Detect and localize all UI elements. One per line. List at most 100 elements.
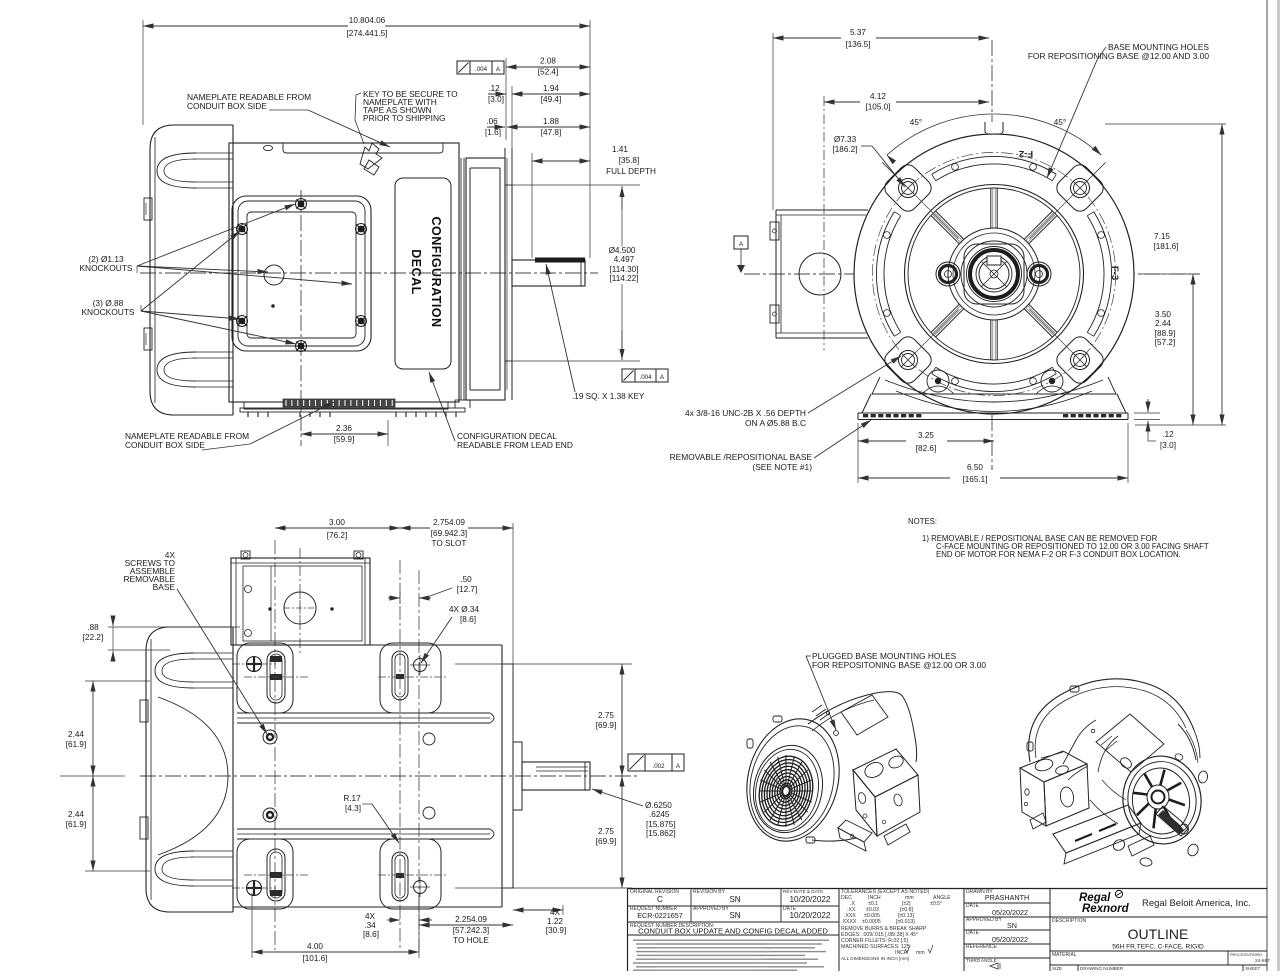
svg-text:CONFIGURATION: CONFIGURATION <box>429 216 443 327</box>
svg-text:A: A <box>660 374 665 381</box>
svg-text:2.36: 2.36 <box>336 424 352 433</box>
svg-text:[8.6]: [8.6] <box>363 930 379 939</box>
svg-text:SN: SN <box>729 895 740 904</box>
svg-text:REQUEST NUMBER: REQUEST NUMBER <box>630 906 678 912</box>
svg-text:REMOVE BURRS & BREAK SHARP: REMOVE BURRS & BREAK SHARP <box>841 926 927 932</box>
svg-text:[82.6]: [82.6] <box>916 444 937 453</box>
svg-text:[136.5]: [136.5] <box>845 40 870 49</box>
svg-text:[30.9]: [30.9] <box>546 926 567 935</box>
svg-text:.XXXX: .XXXX <box>841 919 857 925</box>
svg-text:.XX: .XX <box>847 907 856 913</box>
svg-text:A: A <box>496 66 501 73</box>
svg-text:REMOVABLE /REPOSITIONAL BASE: REMOVABLE /REPOSITIONAL BASE <box>670 452 813 462</box>
svg-text:.88: .88 <box>87 623 99 632</box>
svg-text:[4.3]: [4.3] <box>345 804 361 813</box>
svg-text:Rexnord: Rexnord <box>1082 903 1130 915</box>
svg-text:±0.0005: ±0.0005 <box>862 919 881 925</box>
svg-text:2.08: 2.08 <box>540 57 556 66</box>
svg-text:REQUEST NUMBER DESCRIPTION:: REQUEST NUMBER DESCRIPTION: <box>630 923 714 929</box>
svg-text:SN: SN <box>1007 921 1017 930</box>
svg-text:CONDUIT BOX SIDE: CONDUIT BOX SIDE <box>187 101 267 111</box>
svg-text:±0.5°: ±0.5° <box>930 901 942 907</box>
svg-text:[3.0]: [3.0] <box>1160 441 1176 450</box>
svg-text:4.497: 4.497 <box>614 255 635 264</box>
svg-text:[61.9]: [61.9] <box>66 740 87 749</box>
svg-text:ECR-0221657: ECR-0221657 <box>637 911 683 920</box>
svg-text:±0.03: ±0.03 <box>866 907 879 913</box>
svg-text:INCH: INCH <box>895 950 908 956</box>
svg-text:EDGES: .009/.015 [.08/.38] X: EDGES: .009/.015 [.08/.38] X 45° <box>841 932 918 938</box>
svg-text:5.37: 5.37 <box>850 28 866 37</box>
svg-text:.004: .004 <box>639 374 652 381</box>
svg-text:1.94: 1.94 <box>543 84 559 93</box>
svg-text:(SEE NOTE #1): (SEE NOTE #1) <box>752 462 812 472</box>
svg-text:.002: .002 <box>652 763 665 770</box>
svg-text:THIRD ANGLE: THIRD ANGLE <box>966 958 997 963</box>
svg-text:2.754.09: 2.754.09 <box>433 518 465 527</box>
svg-text:NAMEPLATE READABLE FROM: NAMEPLATE READABLE FROM <box>187 92 311 102</box>
svg-text:F-2: F-2 <box>1019 148 1033 159</box>
svg-text:OUTLINE: OUTLINE <box>1128 926 1189 942</box>
svg-text:Ø4.500: Ø4.500 <box>609 246 636 255</box>
svg-text:[8.6]: [8.6] <box>460 615 476 624</box>
svg-text:ORIGINAL REVISION: ORIGINAL REVISION <box>630 889 679 895</box>
svg-text:NAMEPLATE READABLE FROM: NAMEPLATE READABLE FROM <box>125 431 249 441</box>
svg-text:APPROVED BY: APPROVED BY <box>693 906 730 912</box>
svg-text:[15.862]: [15.862] <box>646 829 676 838</box>
svg-text:NAMEPLATE WITH: NAMEPLATE WITH <box>363 97 437 107</box>
svg-text:1.22: 1.22 <box>547 917 563 926</box>
svg-text:DEC: DEC <box>841 895 852 901</box>
svg-text:±0.1: ±0.1 <box>868 901 878 907</box>
svg-text:ANGLE: ANGLE <box>933 895 951 901</box>
svg-text:2.44: 2.44 <box>1155 319 1171 328</box>
svg-text:INCH: INCH <box>868 895 881 901</box>
svg-text:F-3: F-3 <box>1109 266 1120 280</box>
svg-text:DESCRIPTION: DESCRIPTION <box>1052 918 1087 924</box>
svg-text:[35.8]: [35.8] <box>619 156 640 165</box>
svg-text:.19 SQ. X 1.38 KEY: .19 SQ. X 1.38 KEY <box>572 392 645 401</box>
svg-text:[15.875]: [15.875] <box>646 820 676 829</box>
svg-text:[22.2]: [22.2] <box>83 633 104 642</box>
svg-text:2.44: 2.44 <box>68 810 84 819</box>
svg-text:FOR REPOSITIONING BASE @12.00: FOR REPOSITIONING BASE @12.00 AND 3.00 <box>1028 51 1210 61</box>
svg-text:[61.9]: [61.9] <box>66 820 87 829</box>
svg-text:4X: 4X <box>365 912 376 921</box>
svg-text:.X: .X <box>850 901 855 907</box>
svg-text:[12.7]: [12.7] <box>457 585 478 594</box>
svg-text:DATE: DATE <box>783 906 797 912</box>
svg-text:4X Ø.34: 4X Ø.34 <box>449 605 479 614</box>
svg-text:.50: .50 <box>460 575 472 584</box>
svg-text:PROCESS/FINISH: PROCESS/FINISH <box>1230 953 1262 957</box>
svg-text:[±0.8]: [±0.8] <box>900 907 913 913</box>
svg-text:KNOCKOUTS: KNOCKOUTS <box>81 307 134 317</box>
svg-text:4X: 4X <box>165 550 176 560</box>
svg-text:MACHINED SURFACES: 125: MACHINED SURFACES: 125 <box>841 944 910 950</box>
svg-text:PLUGGED BASE MOUNTING HOLES: PLUGGED BASE MOUNTING HOLES <box>812 651 957 661</box>
svg-text:56H FR,TEFC, C-FACE, RIGID: 56H FR,TEFC, C-FACE, RIGID <box>1112 944 1204 951</box>
svg-text:CONFIGURATION DECAL: CONFIGURATION DECAL <box>457 431 557 441</box>
svg-text:2.254.09: 2.254.09 <box>455 915 487 924</box>
svg-text:ASSEMBLE: ASSEMBLE <box>130 566 176 576</box>
svg-text:[69.942.3]: [69.942.3] <box>431 529 467 538</box>
svg-text:2.75: 2.75 <box>598 827 614 836</box>
svg-text:7.15: 7.15 <box>1154 232 1170 241</box>
svg-text:R.17: R.17 <box>343 794 361 803</box>
svg-text:ON A Ø5.88 B.C: ON A Ø5.88 B.C <box>745 418 806 428</box>
svg-text:Ø7.33: Ø7.33 <box>834 135 857 144</box>
svg-text:1.41: 1.41 <box>612 145 628 154</box>
svg-text:10/20/2022: 10/20/2022 <box>790 895 831 904</box>
svg-text:[±0.013]: [±0.013] <box>896 919 915 925</box>
svg-text:[69.9]: [69.9] <box>596 721 617 730</box>
svg-text:[57.2]: [57.2] <box>1155 338 1176 347</box>
svg-text:[274.441.5]: [274.441.5] <box>347 29 388 38</box>
svg-text:ALL DIMENSIONS IN INCH [mm]: ALL DIMENSIONS IN INCH [mm] <box>841 956 909 961</box>
svg-text:.06: .06 <box>486 117 498 126</box>
svg-text:.6245: .6245 <box>649 810 670 819</box>
svg-text:[114.30]: [114.30] <box>610 265 639 274</box>
svg-text:[±2]: [±2] <box>902 901 911 907</box>
svg-text:[3.0]: [3.0] <box>488 95 504 104</box>
svg-text:Regal Beloit America, Inc.: Regal Beloit America, Inc. <box>1142 898 1251 909</box>
svg-text:[165.1]: [165.1] <box>962 475 987 484</box>
svg-text:.34: .34 <box>364 921 376 930</box>
svg-text:Regal: Regal <box>1079 892 1111 904</box>
